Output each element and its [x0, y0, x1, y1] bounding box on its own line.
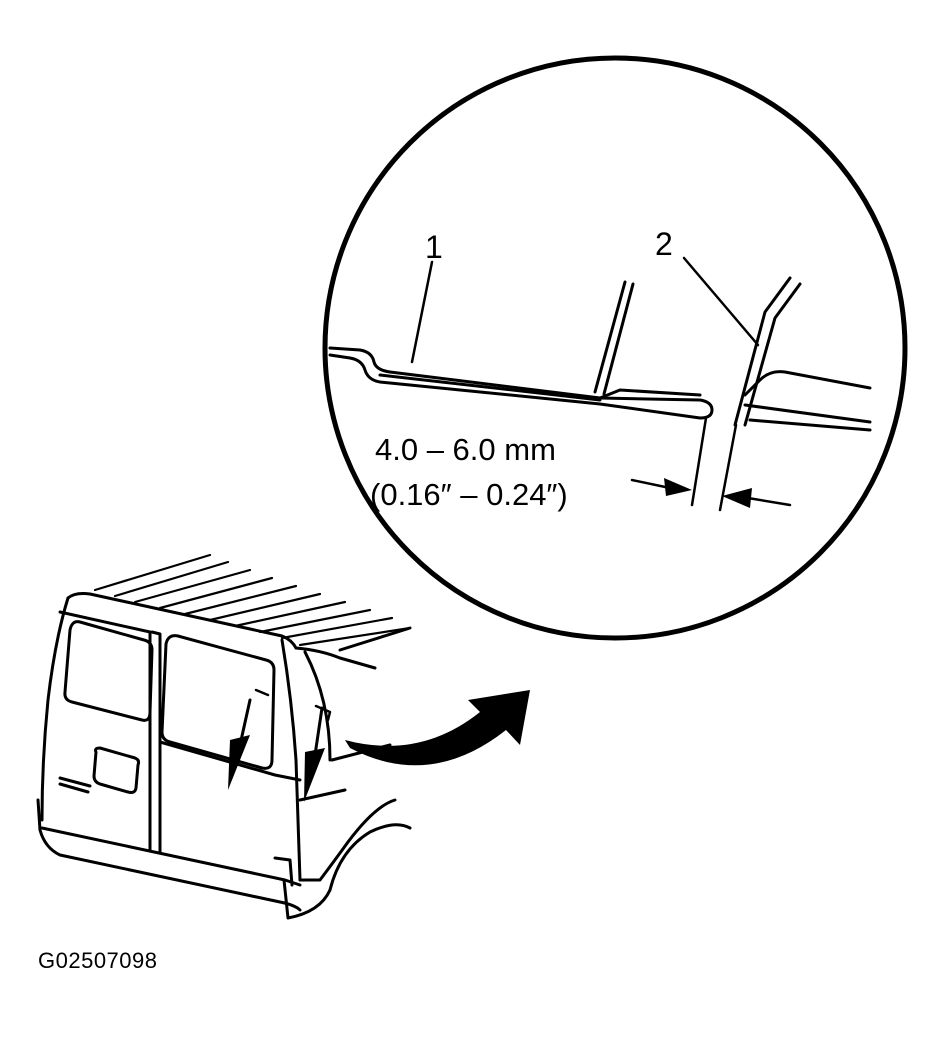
figure-id: G02507098 — [38, 948, 158, 973]
callout-leaders — [410, 256, 760, 364]
detail-circle: 1 2 4.0 – 6.0 mm (0.16″ – 0.24″) — [322, 55, 908, 641]
dimension-metric: 4.0 – 6.0 mm — [375, 432, 556, 467]
door-arrows — [228, 688, 332, 802]
van-body — [36, 592, 412, 920]
gap-arrow-right — [722, 488, 752, 508]
roof-ridges — [93, 553, 412, 647]
detail-arrow — [345, 690, 530, 766]
part-2-flange — [733, 276, 872, 432]
part-1-molding — [328, 280, 714, 420]
callout-1: 1 — [425, 229, 443, 265]
gap-arrow-left — [664, 478, 692, 496]
callout-2: 2 — [655, 226, 673, 262]
van-illustration — [36, 553, 412, 920]
dimension-imperial: (0.16″ – 0.24″) — [370, 477, 568, 512]
